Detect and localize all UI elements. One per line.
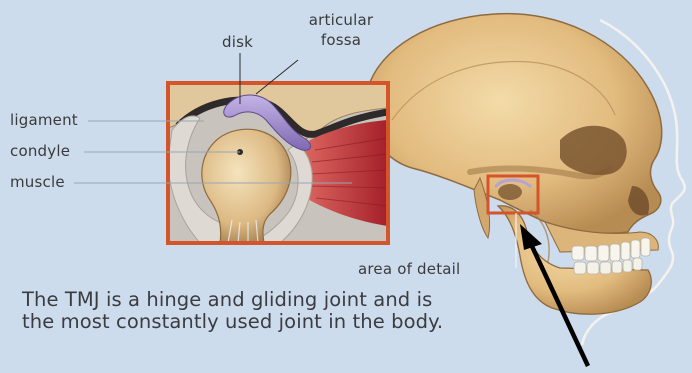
caption-line-1: The TMJ is a hinge and gliding joint and… xyxy=(22,289,622,311)
label-disk: disk xyxy=(222,33,253,51)
label-articular: articular xyxy=(296,10,386,30)
detail-panel xyxy=(168,83,388,243)
label-condyle: condyle xyxy=(10,142,70,160)
label-area-of-detail: area of detail xyxy=(358,260,460,278)
label-fossa: fossa xyxy=(296,30,386,50)
caption-line-2: the most constantly used joint in the bo… xyxy=(22,311,622,333)
label-articular-fossa: articular fossa xyxy=(296,10,386,50)
label-ligament: ligament xyxy=(10,111,78,129)
label-muscle: muscle xyxy=(10,173,65,191)
caption: The TMJ is a hinge and gliding joint and… xyxy=(22,289,622,333)
